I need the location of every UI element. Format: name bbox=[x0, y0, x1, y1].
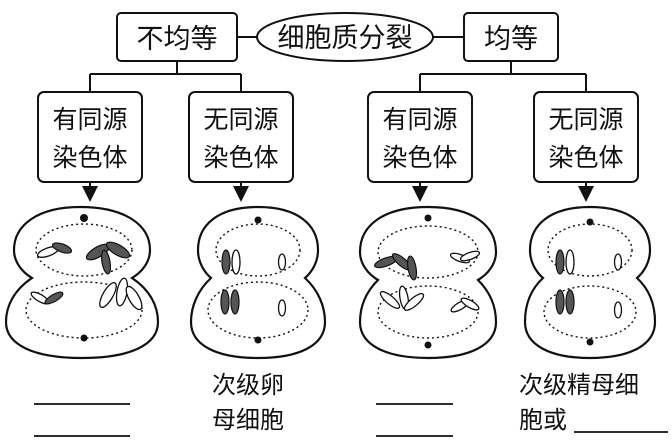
condition-2-line1: 无同源 bbox=[203, 105, 278, 134]
cell-1 bbox=[4, 205, 160, 360]
answer-4-line1: 次级精母细 bbox=[519, 371, 639, 399]
cell-2 bbox=[189, 205, 327, 360]
answer-2-line2: 母细胞 bbox=[212, 406, 284, 434]
condition-3-line2: 染色体 bbox=[382, 143, 457, 172]
condition-2-line2: 染色体 bbox=[203, 143, 278, 172]
condition-1-line1: 有同源 bbox=[52, 105, 127, 134]
cell-4 bbox=[523, 205, 657, 360]
condition-1-line2: 染色体 bbox=[52, 143, 127, 172]
answer-2-line1: 次级卵 bbox=[212, 371, 284, 399]
unequal-label: 不均等 bbox=[137, 24, 218, 55]
condition-3-line1: 有同源 bbox=[382, 105, 457, 134]
center-label: 细胞质分裂 bbox=[278, 23, 413, 54]
condition-4-line1: 无同源 bbox=[548, 105, 623, 134]
cell-3 bbox=[358, 205, 498, 360]
condition-4-line2: 染色体 bbox=[548, 143, 623, 172]
equal-label: 均等 bbox=[484, 24, 538, 55]
answer-4-line2: 胞或 bbox=[519, 406, 567, 434]
